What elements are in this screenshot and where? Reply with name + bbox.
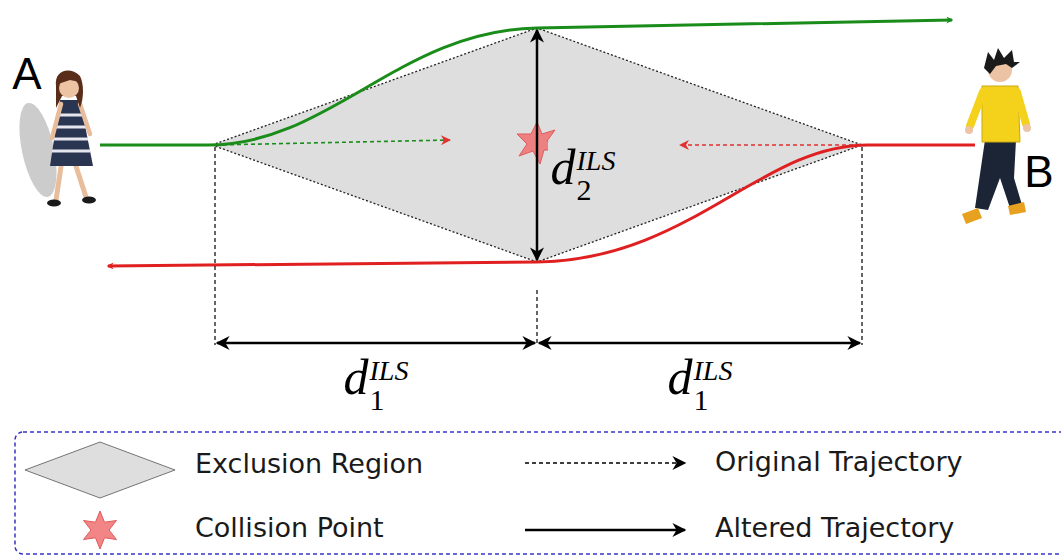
arm: [52, 104, 61, 138]
dimension-label: d2ILS: [548, 142, 619, 205]
extension-line: [861, 147, 862, 345]
jeans: [975, 140, 1022, 210]
altered-trajectory: [108, 145, 975, 266]
legend-text: Original Trajectory: [715, 446, 963, 478]
altered-trajectory: [100, 20, 952, 145]
legend-sample: [25, 442, 175, 498]
exclusion-region: [212, 28, 862, 262]
hair: [58, 75, 80, 84]
dimension-label: d1ILS: [344, 352, 409, 415]
arm: [80, 104, 90, 134]
hair: [984, 48, 1020, 74]
person-figure: [962, 48, 1031, 224]
original-trajectory: [680, 144, 860, 146]
dimension-arrow: [536, 30, 539, 260]
legend-text: Collision Point: [195, 512, 384, 544]
legend-frame: [15, 432, 1061, 554]
legend-sample: [84, 511, 117, 549]
dimension-label: d1ILS: [668, 352, 733, 415]
trajectory-swatch: [525, 529, 685, 532]
dimension-arrow: [539, 342, 860, 345]
extension-line: [214, 147, 215, 345]
trajectory-swatch: [525, 462, 685, 464]
region-swatch: [25, 442, 175, 498]
legend-text: Altered Trajectory: [715, 512, 954, 544]
legend-text: Exclusion Region: [195, 448, 423, 480]
shoe: [82, 197, 96, 204]
shoe: [1008, 202, 1026, 215]
legend-samples: [25, 442, 685, 549]
person-letter: A: [12, 52, 41, 96]
person-letter: B: [1024, 150, 1053, 194]
hair: [56, 71, 83, 108]
arm: [1017, 92, 1026, 124]
legend-sample: [525, 463, 685, 464]
collision-swatch: [84, 511, 117, 549]
hand: [965, 126, 973, 134]
shoe: [47, 200, 61, 207]
extension-line: [536, 290, 537, 345]
dress: [50, 100, 93, 166]
arm: [970, 92, 983, 126]
shoe: [962, 208, 982, 224]
hand: [1023, 124, 1031, 132]
dimension-arrow: [217, 342, 535, 345]
legend-sample: [525, 530, 685, 531]
